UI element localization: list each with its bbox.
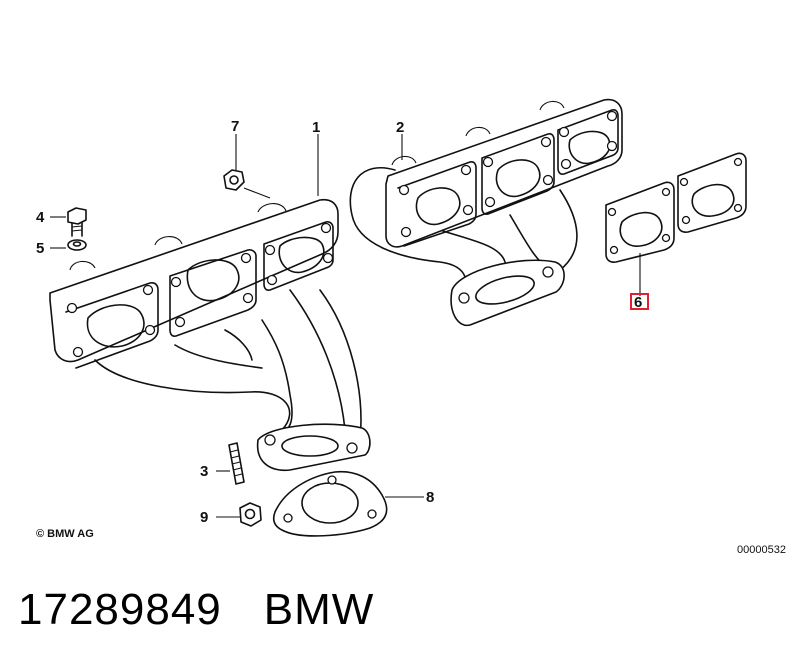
washer-part-5	[67, 239, 87, 251]
nut-part-9	[239, 502, 262, 527]
hex-bolt-part-4	[67, 207, 87, 237]
callout-6-highlight-box	[630, 293, 649, 310]
callout-3: 3	[200, 463, 208, 480]
callout-6: 6	[634, 294, 642, 311]
callout-5: 5	[36, 240, 44, 257]
leader-lines	[50, 134, 641, 518]
manifold-gaskets	[605, 152, 747, 263]
callout-4: 4	[36, 209, 45, 226]
callout-7: 7	[231, 118, 239, 135]
part-number: 17289849	[18, 585, 222, 634]
nut-part-7	[223, 169, 245, 191]
drawing-number: 00000532	[737, 544, 786, 556]
part-caption: 17289849 BMW	[18, 585, 374, 635]
callout-9: 9	[200, 509, 208, 526]
stud-part-3	[228, 442, 245, 485]
exhaust-manifold-front	[49, 198, 371, 471]
outlet-gasket	[272, 470, 388, 537]
callout-8: 8	[426, 489, 434, 506]
copyright-notice: © BMW AG	[36, 528, 94, 540]
exhaust-manifold-rear	[349, 98, 623, 327]
callout-1: 1	[312, 119, 320, 136]
brand-name: BMW	[263, 585, 375, 634]
callout-2: 2	[396, 119, 404, 136]
